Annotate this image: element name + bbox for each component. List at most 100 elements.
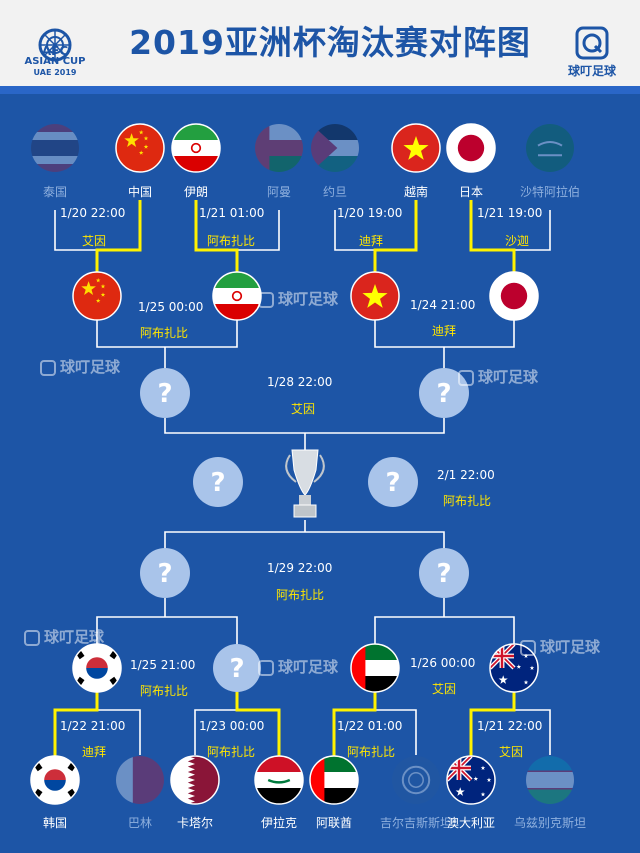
flag-bottom-qatar-icon xyxy=(170,755,220,805)
flag-qf-china-icon xyxy=(72,271,122,321)
qf-top-date-1: 1/24 21:00 xyxy=(410,298,476,312)
bracket-line xyxy=(469,200,516,274)
flag-qf-uae-icon xyxy=(350,643,400,693)
qf-top-venue-1: 迪拜 xyxy=(432,324,457,338)
watermark-text: 球叮足球 xyxy=(44,628,105,646)
qf-top-venue-0: 阿布扎比 xyxy=(140,326,189,340)
bracket-line xyxy=(96,616,238,645)
flag-top-china-icon xyxy=(115,123,165,173)
flag-qf-australia-icon xyxy=(489,643,539,693)
watermark-logo-icon xyxy=(24,630,40,646)
team-name-top-1: 中国 xyxy=(127,185,152,199)
team-name-top-3: 阿曼 xyxy=(266,185,291,199)
svg-text:?: ? xyxy=(157,559,172,589)
team-name-top-4: 约旦 xyxy=(322,185,347,199)
r16-bottom-venue-2: 阿布扎比 xyxy=(347,745,396,759)
r16-bottom-date-1: 1/23 00:00 xyxy=(199,719,265,733)
r16-top-date-2: 1/20 19:00 xyxy=(337,206,403,220)
sf-top-right-unknown: ? xyxy=(419,368,469,418)
sf-bottom-date: 1/29 22:00 xyxy=(267,561,333,575)
watermark-text: 球叮足球 xyxy=(278,658,339,676)
watermark: 球叮足球 xyxy=(40,356,120,377)
flag-bottom-korea-icon xyxy=(30,755,80,805)
watermark-logo-icon xyxy=(258,660,274,676)
qf-bottom-date-0: 1/25 21:00 xyxy=(130,658,196,672)
bracket-line xyxy=(54,210,97,251)
bracket-line xyxy=(53,690,99,760)
flag-qf-vietnam-icon xyxy=(350,271,400,321)
final-date: 2/1 22:00 xyxy=(437,468,495,482)
sf-top-venue: 艾因 xyxy=(291,402,316,416)
bracket-line xyxy=(235,690,281,760)
r16-bottom-date-2: 1/22 01:00 xyxy=(337,719,403,733)
bracket-line xyxy=(164,418,445,434)
team-name-top-6: 日本 xyxy=(458,185,483,199)
flag-bottom-iraq-icon xyxy=(254,755,304,805)
watermark-logo-icon xyxy=(520,640,536,656)
bracket-line xyxy=(332,690,377,760)
watermark: 球叮足球 xyxy=(520,636,600,657)
flag-bottom-uae-icon xyxy=(309,755,359,805)
brand-name: 球叮足球 xyxy=(567,64,616,78)
qf-bottom-date-1: 1/26 00:00 xyxy=(410,656,476,670)
bracket-line xyxy=(95,200,142,274)
svg-text:?: ? xyxy=(210,468,225,498)
watermark: 球叮足球 xyxy=(458,366,538,387)
bracket-line xyxy=(514,210,551,251)
sf-bottom-venue: 阿布扎比 xyxy=(276,588,325,602)
flag-top-thailand-icon xyxy=(31,124,79,172)
watermark-logo-icon xyxy=(258,292,274,308)
qf-bottom-venue-1: 艾因 xyxy=(432,682,457,696)
watermark: 球叮足球 xyxy=(24,626,104,647)
qf-bottom-unknown: ? xyxy=(213,644,261,692)
team-name-bottom-1: 巴林 xyxy=(127,816,152,830)
r16-top-date-3: 1/21 19:00 xyxy=(477,206,543,220)
bracket-line xyxy=(514,709,551,755)
bracket-line xyxy=(194,709,237,755)
r16-top-venue-1: 阿布扎比 xyxy=(207,234,256,248)
qf-bottom-venue-0: 阿布扎比 xyxy=(140,684,189,698)
sf-bottom-right-unknown: ? xyxy=(419,548,469,598)
r16-top-date-1: 1/21 01:00 xyxy=(199,206,265,220)
svg-text:?: ? xyxy=(436,379,451,409)
svg-text:?: ? xyxy=(436,559,451,589)
final-right-unknown: ? xyxy=(368,457,418,507)
r16-bottom-venue-1: 阿布扎比 xyxy=(207,745,256,759)
flag-qf-japan-icon xyxy=(489,271,539,321)
r16-top-venue-2: 迪拜 xyxy=(359,234,384,248)
svg-text:?: ? xyxy=(229,654,244,684)
bracket-line xyxy=(334,210,375,251)
team-name-bottom-4: 阿联酋 xyxy=(315,816,352,830)
team-name-top-5: 越南 xyxy=(403,185,428,199)
final-venue: 阿布扎比 xyxy=(443,494,492,508)
bracket-line xyxy=(373,200,418,274)
r16-bottom-venue-3: 艾因 xyxy=(499,745,524,759)
flag-top-saudi-icon xyxy=(526,124,574,172)
r16-top-venue-3: 沙迦 xyxy=(505,234,530,248)
svg-text:?: ? xyxy=(385,468,400,498)
r16-top-venue-0: 艾因 xyxy=(82,234,107,248)
flag-qf-korea-icon xyxy=(72,643,122,693)
watermark-text: 球叮足球 xyxy=(540,638,601,656)
flag-qf-iran-icon xyxy=(212,271,262,321)
flag-bottom-bahrain-icon xyxy=(116,756,164,804)
flag-top-jordan-icon xyxy=(311,124,359,172)
qf-top-date-0: 1/25 00:00 xyxy=(138,300,204,314)
page-title: 2019亚洲杯淘汰赛对阵图 xyxy=(129,23,531,62)
watermark-text: 球叮足球 xyxy=(478,368,539,386)
flag-top-japan-icon xyxy=(446,123,496,173)
r16-bottom-date-0: 1/22 21:00 xyxy=(60,719,126,733)
flag-top-iran-icon xyxy=(171,123,221,173)
watermark-text: 球叮足球 xyxy=(60,358,121,376)
team-name-bottom-6: 澳大利亚 xyxy=(446,816,495,830)
flag-top-vietnam-icon xyxy=(391,123,441,173)
bracket-line xyxy=(375,709,417,755)
header: AFC ASIAN CUP UAE 2019 2019亚洲杯淘汰赛对阵图 球叮足… xyxy=(0,0,640,86)
team-name-top-7: 沙特阿拉伯 xyxy=(519,185,580,199)
r16-bottom-date-3: 1/21 22:00 xyxy=(477,719,543,733)
bracket-line xyxy=(374,616,515,645)
sf-top-left-unknown: ? xyxy=(140,368,190,418)
flag-bottom-australia-icon xyxy=(446,755,496,805)
bracket-line xyxy=(237,210,280,251)
